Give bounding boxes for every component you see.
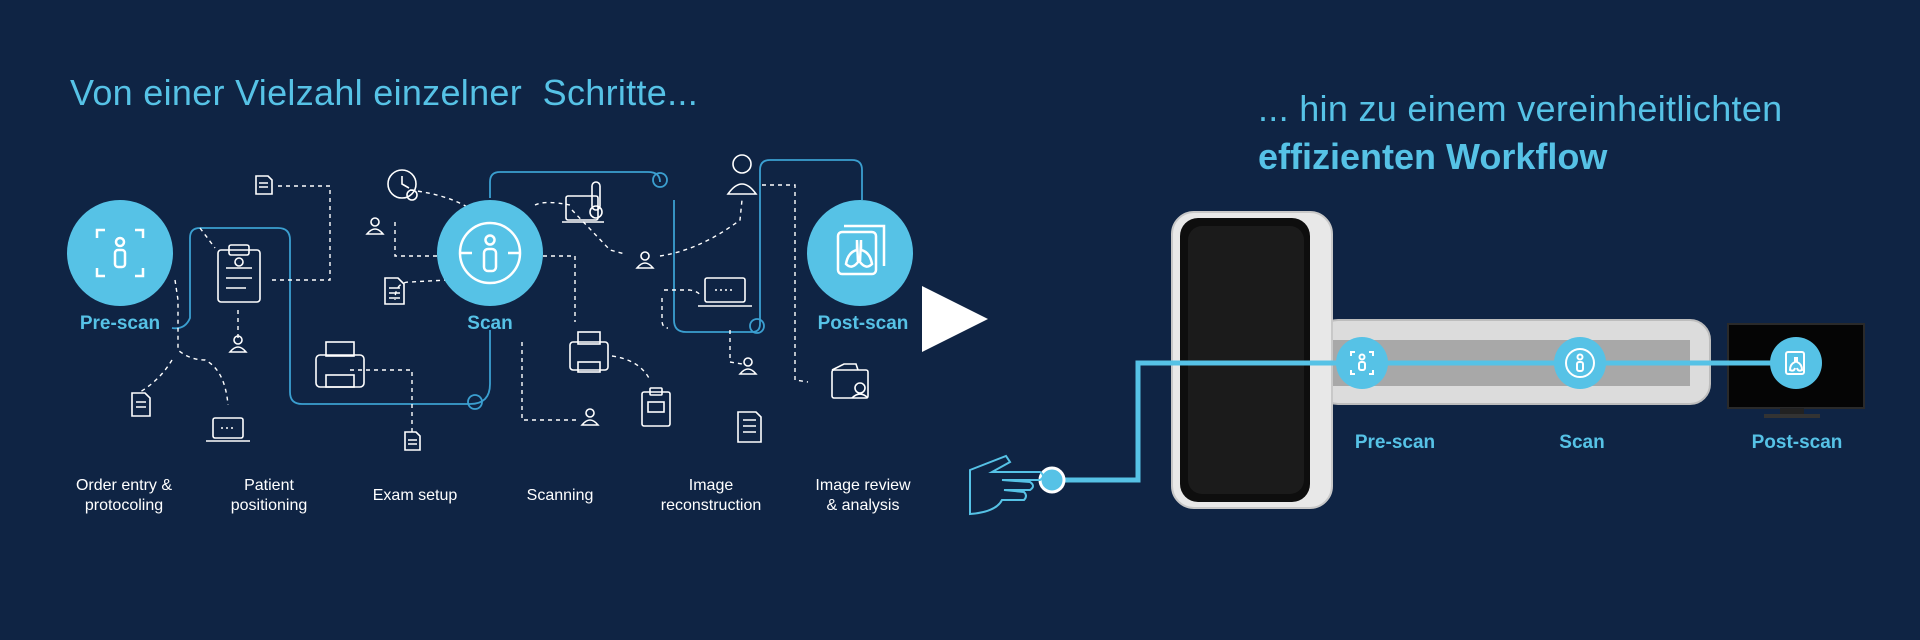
left-icons bbox=[131, 154, 869, 451]
prescan-node bbox=[67, 200, 173, 306]
step-scanning: Scanning bbox=[526, 487, 594, 504]
step-image-review: Image review & analysis bbox=[815, 477, 911, 514]
clipboard-icon bbox=[217, 244, 261, 303]
document-icon bbox=[131, 392, 151, 417]
printer-icon bbox=[315, 341, 365, 388]
start-button-icon bbox=[1038, 466, 1066, 494]
step-exam-setup: Exam setup bbox=[372, 487, 458, 504]
person-icon bbox=[635, 251, 655, 269]
xray-detector-device bbox=[1171, 211, 1711, 509]
document-icon bbox=[737, 411, 762, 443]
person-icon bbox=[738, 357, 758, 375]
hand-pointer-icon bbox=[969, 454, 1044, 516]
scan-node bbox=[437, 200, 543, 306]
right-prescan-label: Pre-scan bbox=[1354, 432, 1436, 453]
postscan-node bbox=[807, 200, 913, 306]
step-order-entry: Order entry & protocoling bbox=[75, 477, 173, 514]
scan-label: Scan bbox=[467, 313, 513, 334]
prescan-label: Pre-scan bbox=[79, 313, 161, 334]
step-image-reconstruction: Image reconstruction bbox=[660, 477, 762, 514]
step-patient-positioning: Patient positioning bbox=[230, 477, 308, 514]
doctor-icon bbox=[726, 154, 758, 195]
clock-icon bbox=[387, 169, 418, 201]
postscan-label: Post-scan bbox=[817, 313, 909, 334]
laptop-icon bbox=[206, 417, 250, 442]
document-icon bbox=[255, 175, 273, 195]
workflow-connector-lines bbox=[171, 159, 863, 410]
right-postscan-node bbox=[1770, 337, 1822, 389]
person-icon bbox=[580, 408, 600, 426]
right-title-line2: effizienten Workflow bbox=[1258, 136, 1608, 177]
printer-icon bbox=[569, 331, 609, 373]
person-icon bbox=[228, 335, 248, 353]
monitor-icon bbox=[562, 181, 604, 223]
laptop-icon bbox=[698, 277, 752, 307]
right-postscan-label: Post-scan bbox=[1751, 432, 1843, 453]
document-icon bbox=[384, 277, 405, 305]
right-prescan-node bbox=[1336, 337, 1388, 389]
unified-workflow-line bbox=[1050, 360, 1800, 483]
right-scan-label: Scan bbox=[1559, 432, 1605, 453]
person-icon bbox=[365, 217, 385, 235]
transition-arrow-icon bbox=[922, 286, 988, 352]
clipboard-icon bbox=[641, 387, 671, 427]
left-title: Von einer Vielzahl einzelner Schritte... bbox=[70, 72, 698, 113]
patient-folder-icon bbox=[831, 363, 869, 399]
dashed-connectors bbox=[139, 184, 809, 432]
right-scan-node bbox=[1554, 337, 1606, 389]
right-title-line1: ... hin zu einem vereinheitlichten bbox=[1258, 88, 1783, 129]
document-icon bbox=[404, 431, 421, 451]
